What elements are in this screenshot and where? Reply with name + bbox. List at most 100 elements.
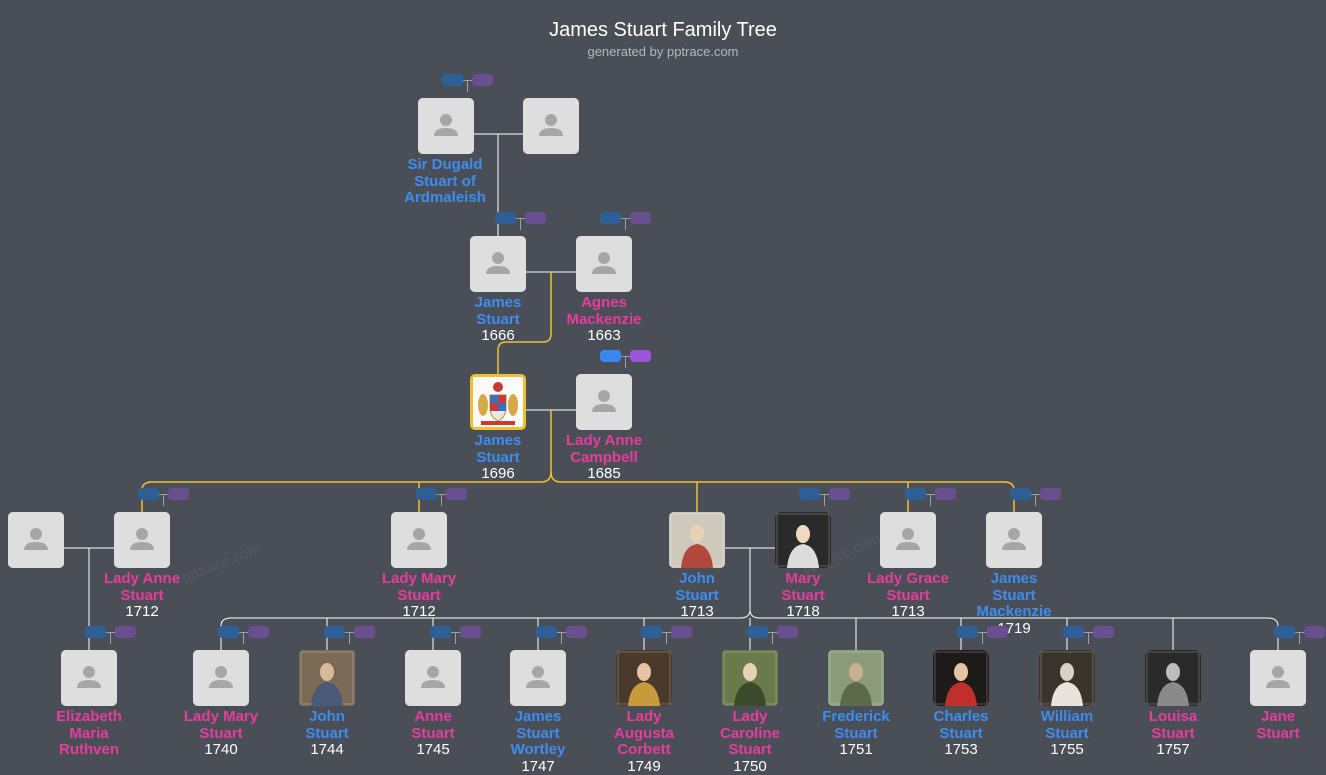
person-card[interactable] xyxy=(576,236,632,292)
person-name-line: Louisa xyxy=(1148,708,1198,725)
expand-father-button[interactable] xyxy=(1063,626,1084,638)
expand-mother-button[interactable] xyxy=(630,212,651,224)
expand-mother-button[interactable] xyxy=(460,626,481,638)
person-card[interactable] xyxy=(114,512,170,568)
expand-mother-button[interactable] xyxy=(935,488,956,500)
connector-line xyxy=(220,609,751,650)
expand-mother-button[interactable] xyxy=(1304,626,1325,638)
person-silhouette-icon xyxy=(405,650,461,706)
expand-father-button[interactable] xyxy=(957,626,978,638)
expand-father-button[interactable] xyxy=(495,212,516,224)
expand-mother-button[interactable] xyxy=(1093,626,1114,638)
expand-father-button[interactable] xyxy=(442,74,463,86)
person-card[interactable] xyxy=(405,650,461,706)
expand-mother-button[interactable] xyxy=(987,626,1008,638)
expand-father-button[interactable] xyxy=(1010,488,1031,500)
expand-father-button[interactable] xyxy=(905,488,926,500)
expand-mother-button[interactable] xyxy=(472,74,493,86)
expand-mother-button[interactable] xyxy=(671,626,692,638)
expand-mother-button[interactable] xyxy=(248,626,269,638)
expand-mother-button[interactable] xyxy=(115,626,136,638)
person-card[interactable] xyxy=(1039,650,1095,706)
expand-father-button[interactable] xyxy=(138,488,159,500)
person-name-line: Lady xyxy=(626,708,662,725)
person-card[interactable] xyxy=(61,650,117,706)
person-card[interactable] xyxy=(880,512,936,568)
portrait-image xyxy=(933,650,989,706)
expand-mother-button[interactable] xyxy=(446,488,467,500)
expand-father-button[interactable] xyxy=(799,488,820,500)
expand-mother-button[interactable] xyxy=(777,626,798,638)
expand-father-button[interactable] xyxy=(641,626,662,638)
expand-father-button[interactable] xyxy=(85,626,106,638)
expand-mother-button[interactable] xyxy=(525,212,546,224)
expand-mother-button[interactable] xyxy=(1040,488,1061,500)
person-card[interactable] xyxy=(669,512,725,568)
person-name-line: Lady Anne xyxy=(103,570,181,587)
person-card[interactable] xyxy=(722,650,778,706)
person-name-line: Sir Dugald xyxy=(407,156,483,173)
person-card[interactable] xyxy=(775,512,831,568)
expand-mother-button[interactable] xyxy=(630,350,651,362)
person-card[interactable] xyxy=(470,236,526,292)
person-card[interactable] xyxy=(576,374,632,430)
person-card[interactable] xyxy=(616,650,672,706)
expand-control-connector xyxy=(625,356,626,368)
expand-mother-button[interactable] xyxy=(354,626,375,638)
person-card[interactable] xyxy=(523,98,579,154)
person-name-line: John xyxy=(309,708,345,725)
expand-father-button[interactable] xyxy=(536,626,557,638)
person-silhouette-icon xyxy=(510,650,566,706)
person-silhouette-icon xyxy=(114,512,170,568)
expand-father-button[interactable] xyxy=(324,626,345,638)
person-card[interactable] xyxy=(470,374,526,430)
person-name-line: Frederick xyxy=(822,708,890,725)
expand-mother-button[interactable] xyxy=(168,488,189,500)
expand-father-button[interactable] xyxy=(600,212,621,224)
portrait-image xyxy=(1145,650,1201,706)
person-name-line: Stuart xyxy=(516,724,560,742)
person-card[interactable] xyxy=(391,512,447,568)
person-card[interactable] xyxy=(193,650,249,706)
expand-father-button[interactable] xyxy=(747,626,768,638)
person-card[interactable] xyxy=(418,98,474,154)
expand-mother-button[interactable] xyxy=(566,626,587,638)
expand-father-button[interactable] xyxy=(600,350,621,362)
person-card[interactable] xyxy=(1250,650,1306,706)
person-card[interactable] xyxy=(986,512,1042,568)
person-card[interactable] xyxy=(299,650,355,706)
expand-father-button[interactable] xyxy=(416,488,437,500)
person-card[interactable] xyxy=(933,650,989,706)
person-card[interactable] xyxy=(1145,650,1201,706)
person-card[interactable] xyxy=(510,650,566,706)
expand-father-button[interactable] xyxy=(1274,626,1295,638)
expand-father-button[interactable] xyxy=(218,626,239,638)
person-card[interactable] xyxy=(8,512,64,568)
expand-father-button[interactable] xyxy=(430,626,451,638)
expand-mother-button[interactable] xyxy=(829,488,850,500)
person-card[interactable] xyxy=(828,650,884,706)
